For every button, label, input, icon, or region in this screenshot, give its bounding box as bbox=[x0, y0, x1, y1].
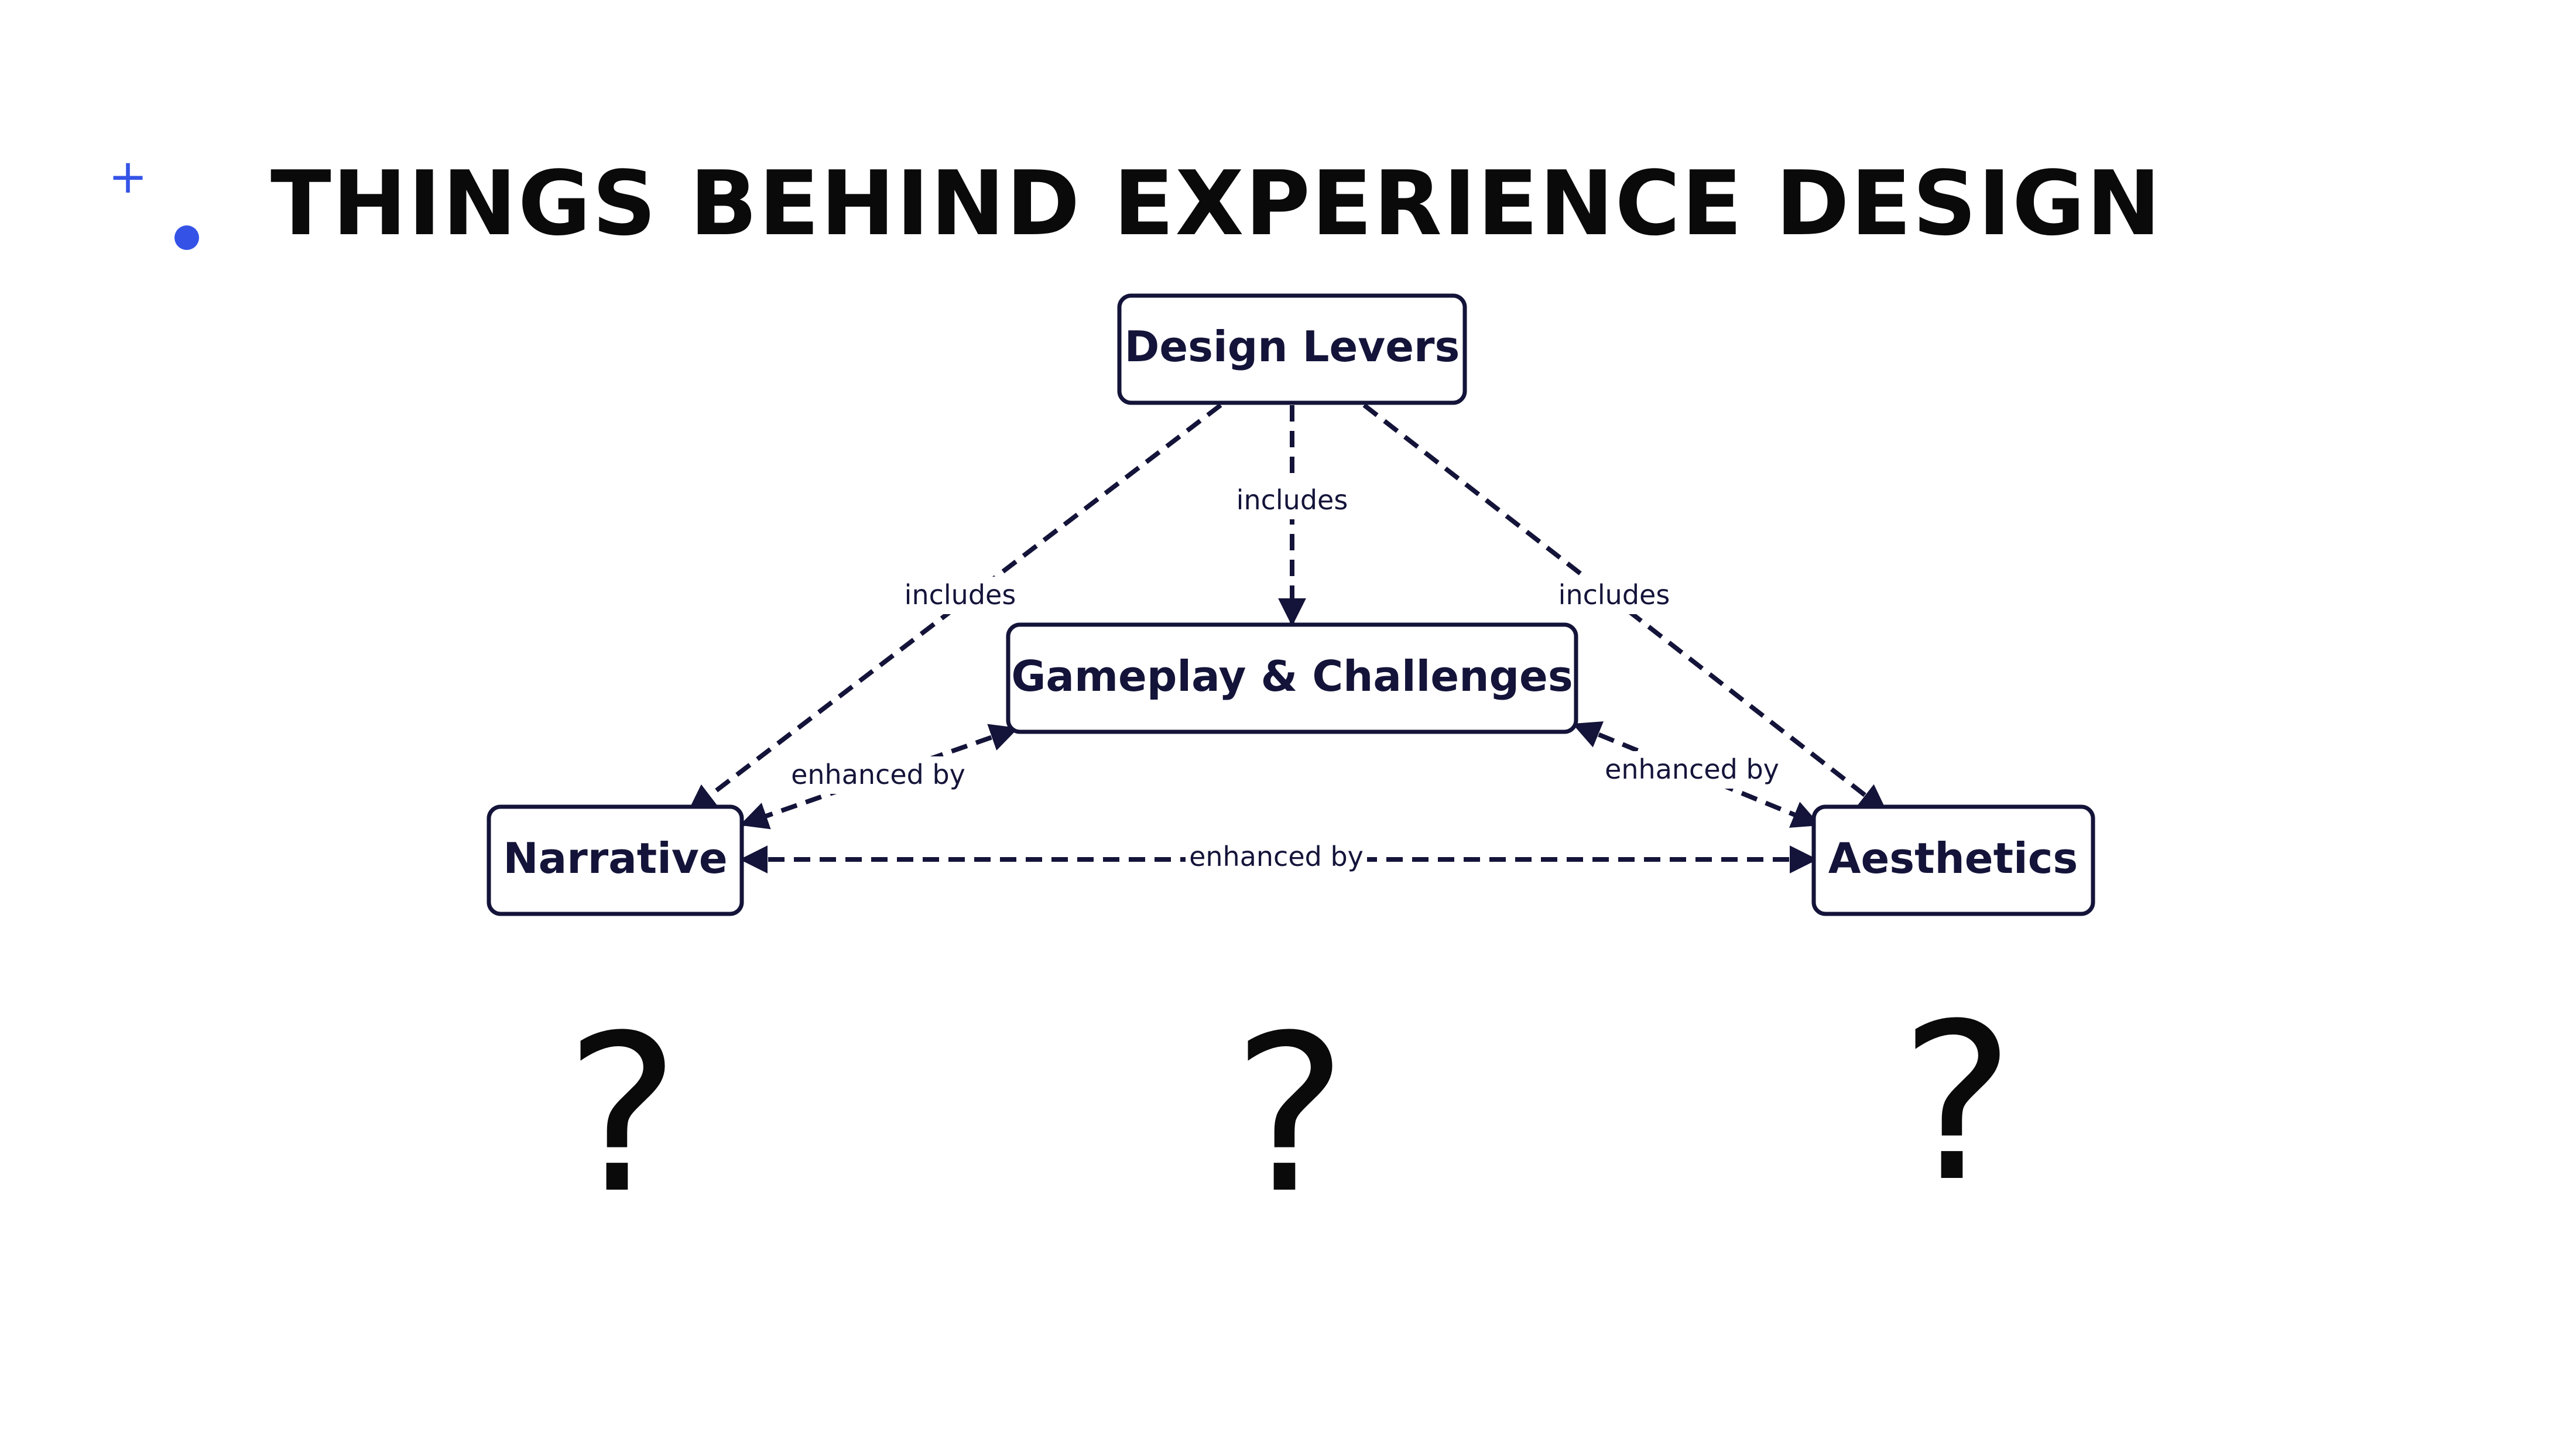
node-label-design-levers: Design Levers bbox=[1125, 322, 1460, 371]
edge-label-gameplay-narrative: enhanced by bbox=[791, 759, 965, 790]
edge-label-narrative-aesthetics: enhanced by bbox=[1189, 841, 1364, 872]
node-aesthetics: Aesthetics bbox=[1811, 804, 2095, 916]
edge-label-levers-narrative: includes bbox=[905, 579, 1016, 611]
node-label-aesthetics: Aesthetics bbox=[1828, 834, 2078, 883]
edge-label-gameplay-aesthetics: enhanced by bbox=[1605, 753, 1779, 785]
slide-title: THINGS BEHIND EXPERIENCE DESIGN bbox=[270, 152, 2162, 255]
node-design-levers: Design Levers bbox=[1117, 293, 1467, 405]
question-mark-aesthetics: ? bbox=[1900, 978, 2015, 1229]
edge-label-levers-aesthetics: includes bbox=[1558, 579, 1670, 611]
node-label-gameplay-challenges: Gameplay & Challenges bbox=[1011, 652, 1573, 701]
edge-label-levers-gameplay: includes bbox=[1236, 484, 1348, 516]
node-gameplay-challenges: Gameplay & Challenges bbox=[1006, 622, 1578, 734]
question-mark-gameplay: ? bbox=[1232, 989, 1348, 1241]
question-mark-narrative: ? bbox=[565, 989, 680, 1241]
node-narrative: Narrative bbox=[487, 804, 744, 916]
node-label-narrative: Narrative bbox=[503, 834, 727, 883]
plus-icon: + bbox=[108, 149, 148, 204]
bullet-dot-icon bbox=[174, 225, 199, 250]
